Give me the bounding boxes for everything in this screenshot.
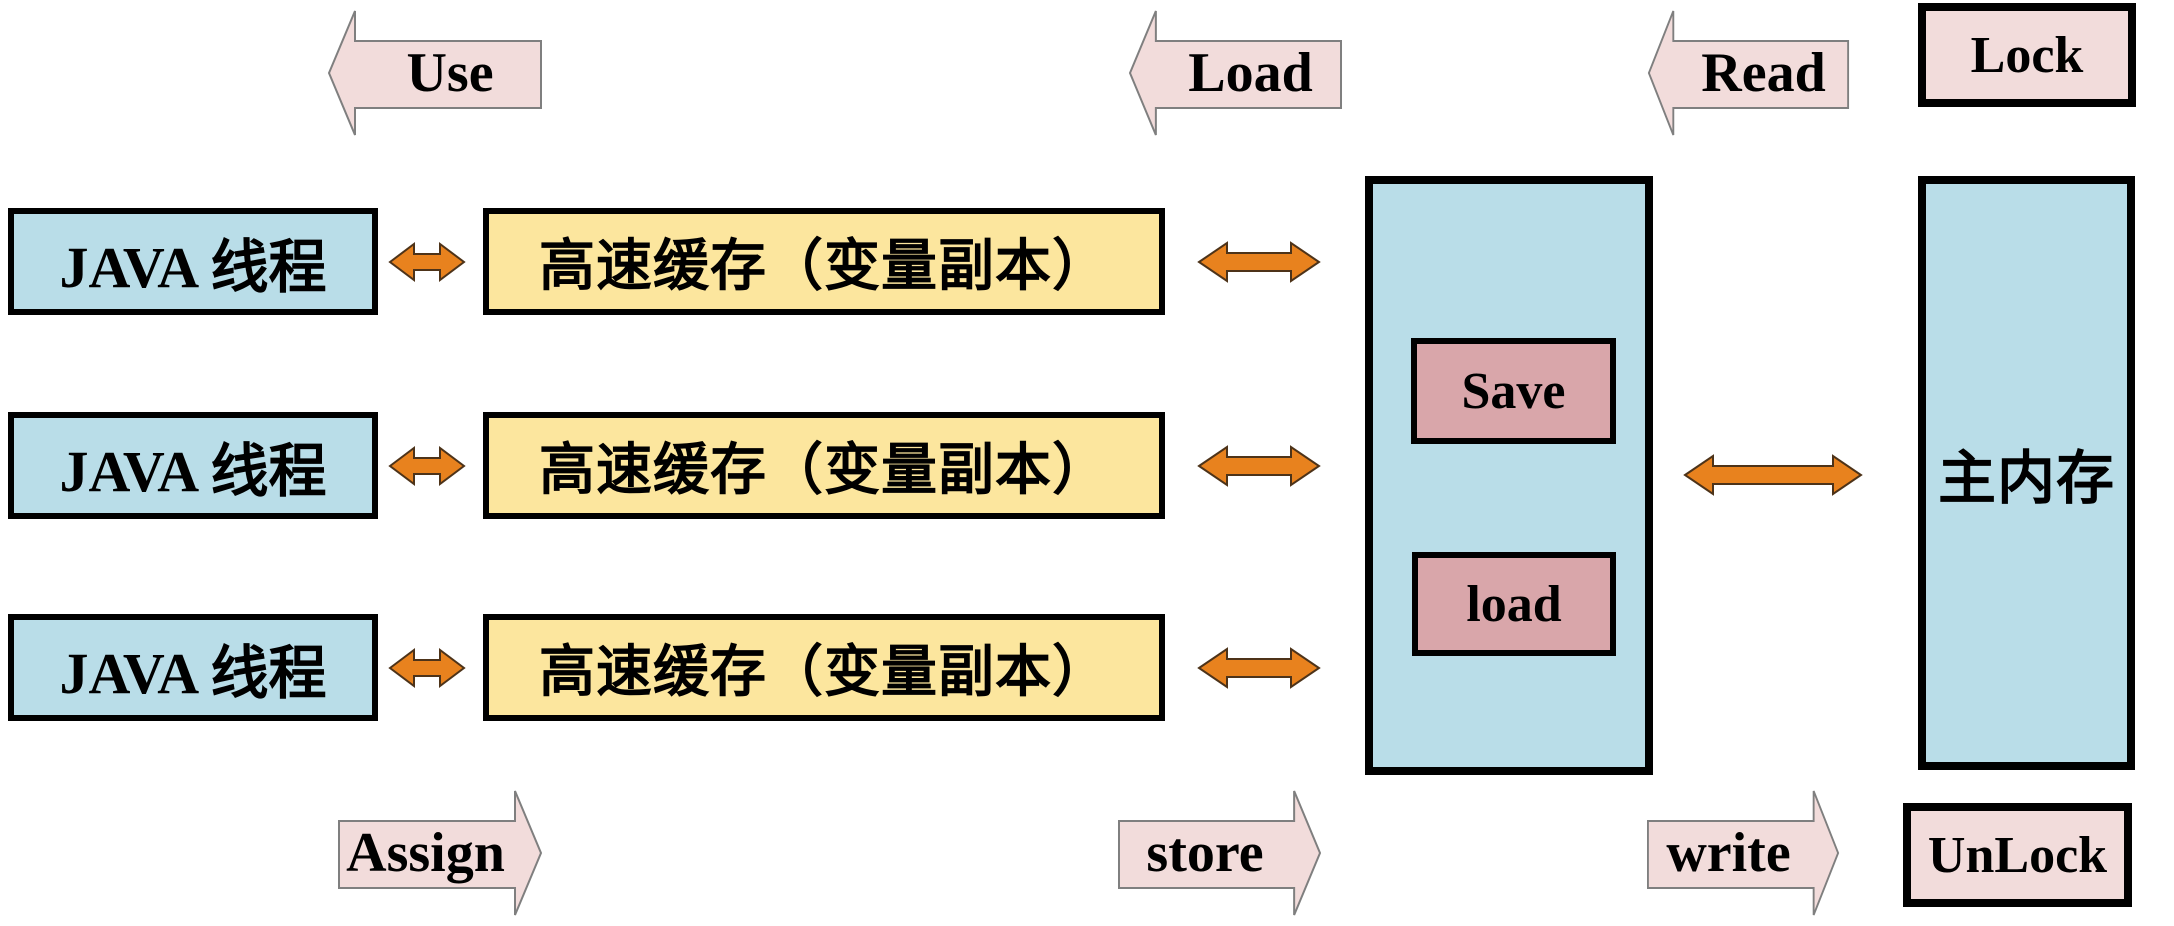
cache-box-label: 高速缓存（变量副本） xyxy=(539,438,1109,501)
save-box-label: Save xyxy=(1461,362,1566,420)
working-memory-box xyxy=(1365,176,1653,775)
right-block-arrow-shape xyxy=(1118,790,1322,916)
thread-cache-arrow-1 xyxy=(388,240,466,284)
double-arrow-icon xyxy=(1197,241,1321,283)
cache-box-label: 高速缓存（变量副本） xyxy=(539,234,1109,297)
left-block-arrow-shape xyxy=(327,10,542,136)
java-thread-label: JAVA 线程 xyxy=(59,640,327,706)
main-memory-box: 主内存 xyxy=(1918,176,2135,770)
assign-arrow-label: Assign xyxy=(346,822,505,884)
java-thread-label: JAVA 线程 xyxy=(59,438,327,504)
java-thread-box-3: JAVA 线程 xyxy=(8,614,378,721)
java-thread-box-1: JAVA 线程 xyxy=(8,208,378,315)
right-block-arrow-shape xyxy=(1647,790,1840,916)
load-arrow-label: Load xyxy=(1188,42,1313,104)
write-arrow: write xyxy=(1647,788,1840,918)
left-block-arrow-shape xyxy=(1128,10,1343,136)
load-op-box-label: load xyxy=(1466,575,1562,633)
lock-box-label: Lock xyxy=(1970,26,2084,84)
thread-cache-arrow-3 xyxy=(388,646,466,690)
use-arrow-label: Use xyxy=(406,42,494,104)
double-arrow-icon xyxy=(1197,445,1321,487)
write-arrow-label: write xyxy=(1666,822,1791,884)
unlock-box-label: UnLock xyxy=(1927,826,2108,884)
store-arrow: store xyxy=(1118,788,1322,918)
cache-workmem-arrow-3 xyxy=(1197,646,1321,690)
cache-workmem-arrow-1 xyxy=(1197,240,1321,284)
java-thread-label: JAVA 线程 xyxy=(59,234,327,300)
store-arrow-label: store xyxy=(1146,822,1264,884)
double-arrow-icon xyxy=(388,242,466,282)
double-arrow-icon xyxy=(1197,647,1321,689)
thread-cache-arrow-2 xyxy=(388,444,466,488)
use-arrow: Use xyxy=(327,8,543,138)
double-arrow-icon xyxy=(388,648,466,688)
cache-box-2: 高速缓存（变量副本） xyxy=(483,412,1165,519)
cache-box-1: 高速缓存（变量副本） xyxy=(483,208,1165,315)
lock-box: Lock xyxy=(1918,3,2136,107)
read-arrow-label: Read xyxy=(1701,42,1826,104)
main-memory-label: 主内存 xyxy=(1937,446,2115,511)
save-box: Save xyxy=(1411,338,1616,444)
java-thread-box-2: JAVA 线程 xyxy=(8,412,378,519)
workmem-mainmem-arrow xyxy=(1683,453,1863,497)
assign-arrow: Assign xyxy=(338,788,543,918)
cache-box-label: 高速缓存（变量副本） xyxy=(539,640,1109,703)
cache-box-3: 高速缓存（变量副本） xyxy=(483,614,1165,721)
read-arrow: Read xyxy=(1647,8,1850,138)
load-op-box: load xyxy=(1412,552,1616,656)
right-block-arrow-shape xyxy=(338,790,543,916)
double-arrow-icon xyxy=(1683,454,1863,496)
double-arrow-icon xyxy=(388,446,466,486)
cache-workmem-arrow-2 xyxy=(1197,444,1321,488)
load-arrow: Load xyxy=(1128,8,1343,138)
left-block-arrow-shape xyxy=(1647,10,1850,136)
unlock-box: UnLock xyxy=(1903,803,2132,907)
